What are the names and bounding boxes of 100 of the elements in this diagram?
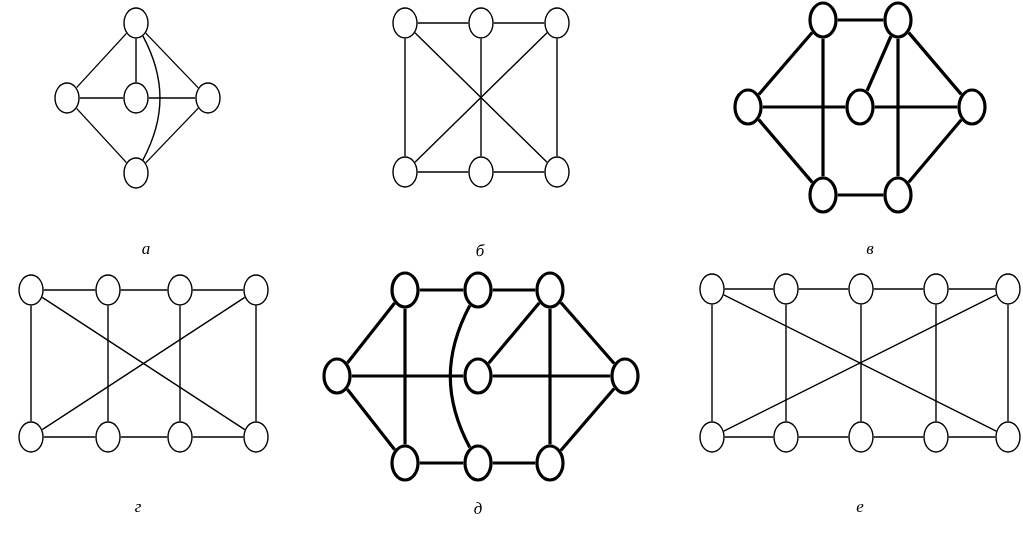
- graph-edge: [874, 105, 958, 109]
- graph-edge: [724, 436, 774, 438]
- graph-vertex: [883, 176, 913, 214]
- graph-edge: [75, 32, 128, 89]
- graph-edge: [419, 288, 464, 292]
- graph-edge: [837, 193, 884, 197]
- crossing-edges: [41, 296, 246, 431]
- graph-edge: [896, 38, 900, 177]
- graph-edge: [148, 97, 196, 99]
- graph-vertex: [535, 444, 565, 482]
- graph-edge: [907, 31, 963, 96]
- graph-vertex: [923, 273, 949, 305]
- graph-edge: [798, 288, 849, 290]
- graph-edge: [837, 18, 884, 22]
- graph-vertex: [322, 357, 352, 395]
- graph-edge: [192, 289, 244, 291]
- graph-vertex: [845, 88, 875, 126]
- crossing-edges: [414, 32, 548, 163]
- panel-label: д: [474, 502, 482, 514]
- graph-edge: [492, 461, 536, 465]
- graph-vertex: [18, 274, 44, 306]
- graph-edge: [711, 304, 713, 422]
- graph-edge: [762, 105, 846, 109]
- graph-edge: [255, 305, 257, 422]
- graph-edge: [492, 288, 536, 292]
- graph-edge: [145, 32, 199, 89]
- graph-vertex: [54, 82, 80, 114]
- graph-edge: [79, 97, 124, 99]
- graph-edge: [873, 436, 924, 438]
- graph-edge: [724, 288, 774, 290]
- graph-vertex: [123, 157, 149, 189]
- graph-edge: [873, 288, 924, 290]
- graph-edge: [487, 301, 541, 365]
- graph-edge: [43, 436, 96, 438]
- graph-vertex: [995, 421, 1021, 453]
- graph-edge: [493, 171, 545, 173]
- graph-vertex: [808, 1, 838, 39]
- panel-label: г: [135, 503, 141, 513]
- graph-edge: [346, 302, 396, 364]
- graph-edge: [145, 107, 199, 164]
- graph-vertex: [18, 421, 44, 453]
- graph-vertex: [808, 176, 838, 214]
- graph-vertex: [699, 273, 725, 305]
- graph-vertex: [95, 421, 121, 453]
- graph-vertex: [544, 156, 570, 188]
- graph-edge: [142, 35, 161, 161]
- graph-vertex: [463, 271, 493, 309]
- graph-edge: [419, 461, 464, 465]
- graph-edge: [448, 304, 472, 449]
- graph-edge: [559, 301, 616, 365]
- graph-edge: [935, 304, 937, 422]
- graph-edge: [192, 436, 244, 438]
- graph-edge: [135, 38, 137, 83]
- graph-vertex: [463, 444, 493, 482]
- panel-label: е: [856, 503, 864, 513]
- graph-edge: [757, 31, 814, 96]
- graph-edge: [75, 107, 128, 164]
- graph-vertex: [390, 271, 420, 309]
- graph-edge: [492, 374, 611, 378]
- graph-edge: [179, 305, 181, 422]
- graph-vertex: [167, 274, 193, 306]
- graph-vertex: [468, 7, 494, 39]
- graph-edge: [548, 308, 552, 445]
- graph-vertex: [535, 271, 565, 309]
- graph-vertex: [773, 421, 799, 453]
- graph-edge: [948, 436, 996, 438]
- graph-edge: [785, 304, 787, 422]
- graph-vertex: [699, 421, 725, 453]
- graph-vertex: [195, 82, 221, 114]
- graph-vertex: [123, 82, 149, 114]
- graph-edge: [43, 289, 96, 291]
- graph-vertex: [848, 421, 874, 453]
- graph-vertex: [95, 274, 121, 306]
- graph-edge: [480, 38, 482, 157]
- graph-edge: [351, 374, 464, 378]
- graph-edge: [907, 118, 963, 184]
- graph-edge: [120, 436, 168, 438]
- graph-vertex: [544, 7, 570, 39]
- graph-edge: [493, 22, 545, 24]
- graph-vertex: [243, 421, 269, 453]
- graph-vertex: [390, 444, 420, 482]
- panel-label: а: [142, 245, 150, 255]
- graph-vertex: [610, 357, 640, 395]
- graph-edge: [107, 305, 109, 422]
- graph-vertex: [167, 421, 193, 453]
- graph-edge: [821, 38, 825, 177]
- graph-vertex: [733, 88, 763, 126]
- graph-edge: [556, 38, 558, 157]
- crossing-edges: [723, 294, 997, 432]
- graph-edge: [559, 387, 616, 452]
- panel-label: б: [476, 243, 485, 257]
- graph-edge: [1007, 304, 1009, 422]
- graph-vertex: [957, 88, 987, 126]
- graph-vertex: [123, 7, 149, 39]
- graph-vertex: [995, 273, 1021, 305]
- graph-edge: [417, 22, 469, 24]
- graph-edge: [948, 288, 996, 290]
- graph-vertex: [923, 421, 949, 453]
- graph-vertex: [392, 156, 418, 188]
- graph-edge: [403, 308, 407, 445]
